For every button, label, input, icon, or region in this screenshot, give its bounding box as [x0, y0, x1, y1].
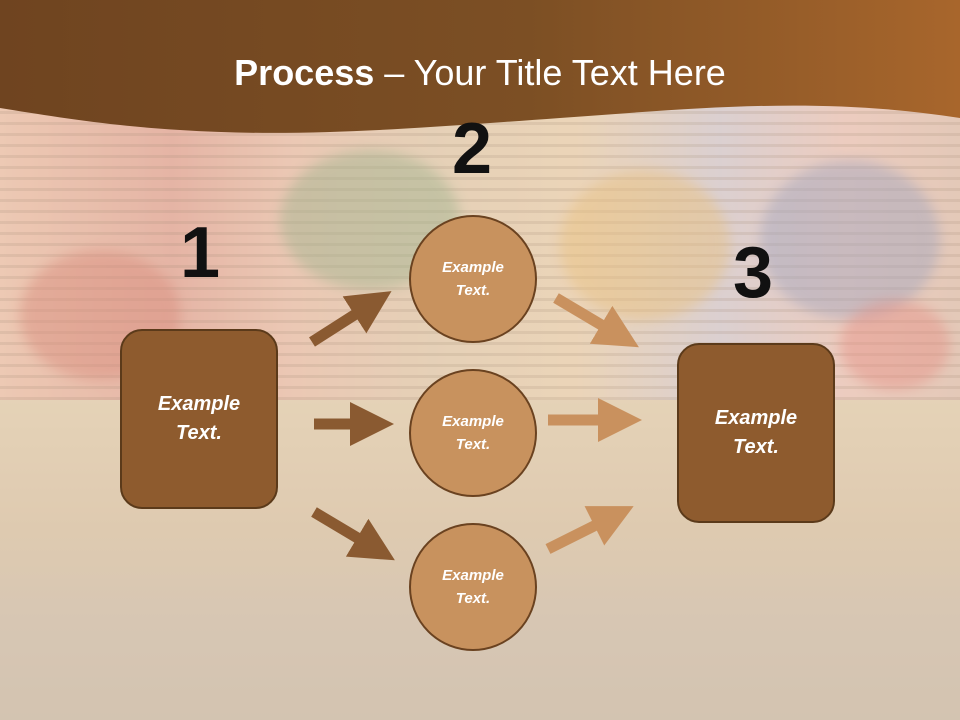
circle-top-label: Example Text.	[442, 259, 504, 299]
arrow-top-to-right	[553, 293, 639, 348]
circle-middle-label: Example Text.	[442, 413, 504, 453]
circle-bottom-label: Example Text.	[442, 567, 504, 607]
graffiti-blob	[840, 300, 950, 390]
arrow-left-to-bottom	[311, 507, 395, 561]
step-number-3: 3	[732, 233, 774, 313]
graffiti-blob	[560, 170, 730, 320]
title-bold: Process	[234, 52, 375, 93]
step-number-2: 2	[451, 109, 493, 189]
circle-top[interactable]: Example Text.	[409, 215, 537, 343]
page-title: Process – Your Title Text Here	[0, 52, 960, 94]
right-box[interactable]: Example Text.	[677, 343, 835, 523]
header-wave	[0, 0, 960, 133]
right-box-label: Example Text.	[714, 407, 798, 458]
arrow-left-to-top	[309, 291, 392, 347]
circle-bottom[interactable]: Example Text.	[409, 523, 537, 651]
graffiti-blob	[760, 160, 940, 320]
left-box[interactable]: Example Text.	[120, 329, 278, 509]
step-number-1: 1	[179, 213, 221, 293]
title-rest: – Your Title Text Here	[374, 52, 726, 93]
arrow-bottom-to-right	[545, 506, 634, 554]
header-banner: Process – Your Title Text Here	[0, 0, 960, 140]
circle-middle[interactable]: Example Text.	[409, 369, 537, 497]
left-box-label: Example Text.	[157, 393, 241, 444]
